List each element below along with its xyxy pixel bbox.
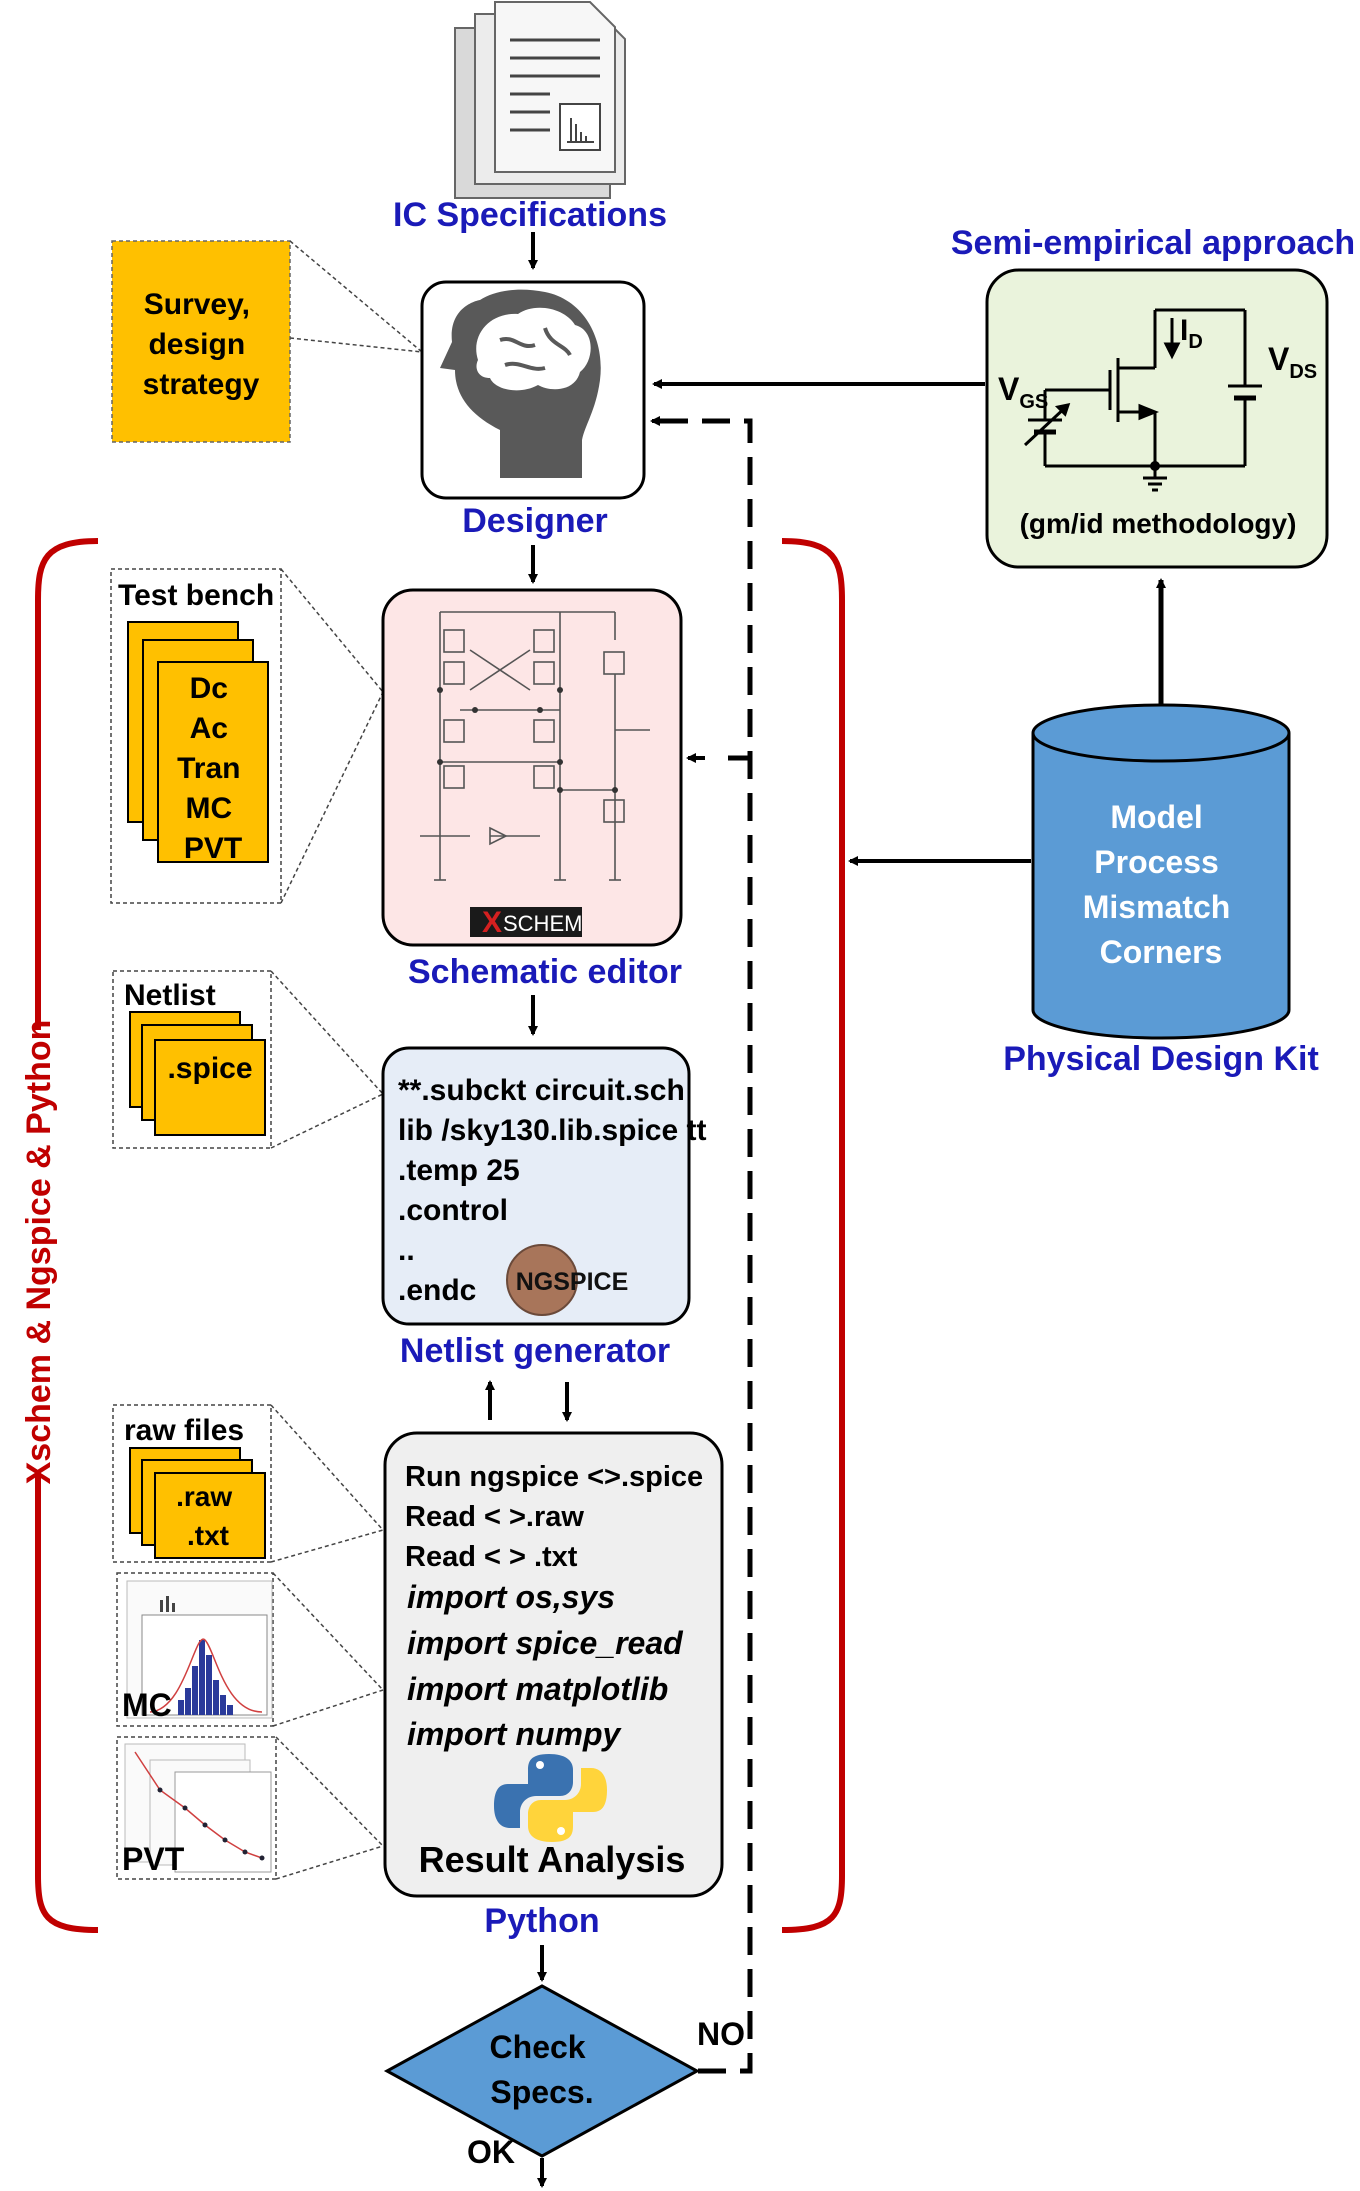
designer-label: Designer [462, 502, 608, 540]
pdk-cylinder [1031, 703, 1291, 1040]
python-code: Run ngspice <>.spice Read < >.raw Read <… [405, 1461, 711, 1573]
right-bracket [781, 538, 845, 1933]
testbench-card [157, 661, 269, 863]
ic-specifications-label: IC Specifications [393, 196, 667, 234]
netlist-title: Netlist [124, 979, 216, 1012]
netlist-frame [112, 970, 272, 1149]
mc-histogram [178, 1640, 233, 1715]
feedback-loop-line [660, 418, 753, 2074]
rawfiles-title: raw files [124, 1414, 244, 1447]
gmid-label: (gm/id methodology) [1020, 508, 1297, 539]
netlist-item: .spice [167, 1052, 252, 1085]
python-box [383, 1431, 724, 1898]
python-label: Python [484, 1902, 599, 1940]
pvt-label: PVT [122, 1841, 185, 1877]
netlist-card [154, 1039, 266, 1136]
schematic-editor-label: Schematic editor [408, 953, 682, 991]
netlist-generator-label: Netlist generator [400, 1332, 670, 1370]
rawfiles-items: .raw .txt [176, 1481, 240, 1551]
ngspice-logo-text: NGSPICE [516, 1268, 629, 1296]
result-analysis-label: Result Analysis [419, 1839, 686, 1880]
transistor-circuit-icon [1023, 308, 1262, 492]
schematic-editor-box [381, 588, 683, 947]
xschem-logo-text: SCHEM [503, 911, 582, 936]
rawfiles-frame [112, 1404, 272, 1563]
testbench-frame [110, 568, 282, 904]
circuit-schematic-icon [420, 611, 650, 881]
python-imports: import os,sys import spice_read import m… [407, 1579, 692, 1752]
netlist-generator-box [381, 1046, 691, 1326]
gmid-box [985, 268, 1329, 569]
vgs-label: VGS [998, 371, 1048, 413]
survey-note [111, 240, 291, 443]
xschem-logo [470, 907, 582, 937]
documents-icon [454, 1, 626, 199]
no-label: NO [697, 2016, 745, 2052]
bracket-label: Xschem & Ngspice & Python [20, 1020, 58, 1485]
survey-text: Survey, design strategy [143, 288, 260, 401]
check-specs-diamond [383, 1984, 701, 2158]
testbench-items: Dc Ac Tran MC PVT [177, 672, 249, 865]
mc-label: MC [122, 1687, 172, 1723]
pdk-items: Model Process Mismatch Corners [1083, 799, 1239, 970]
semi-empirical-label: Semi-empirical approach [951, 224, 1355, 262]
check-specs-label: Check Specs. [490, 2029, 595, 2110]
netlist-code: **.subckt circuit.sch lib /sky130.lib.sp… [398, 1074, 715, 1307]
vds-label: VDS [1268, 341, 1317, 383]
id-label: ID [1180, 314, 1203, 353]
pdk-label: Physical Design Kit [1003, 1040, 1319, 1078]
ngspice-logo [506, 1244, 578, 1316]
ok-label: OK [467, 2134, 515, 2170]
python-logo-icon [494, 1754, 607, 1842]
brain-head-icon [440, 289, 601, 478]
rawfiles-card [154, 1472, 266, 1559]
xschem-logo-x: X [482, 906, 502, 939]
testbench-title: Test bench [118, 579, 274, 612]
